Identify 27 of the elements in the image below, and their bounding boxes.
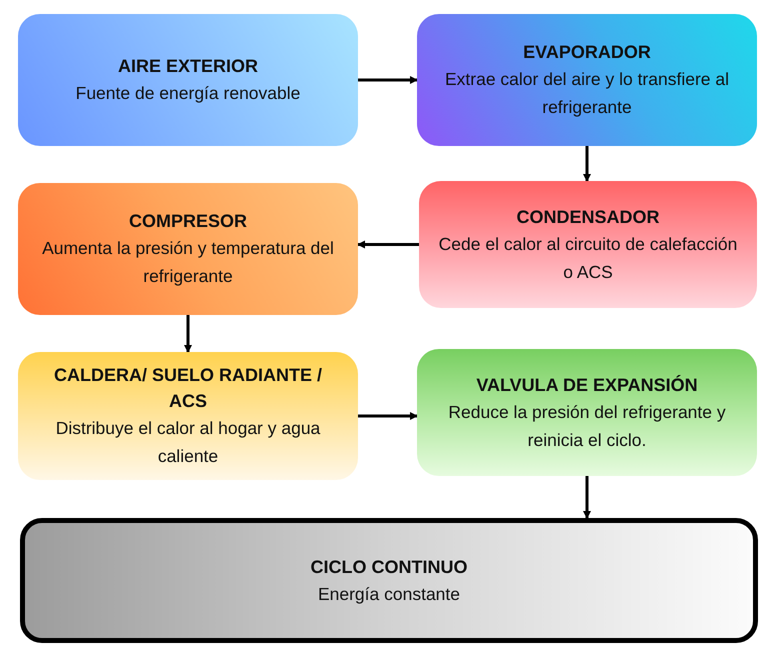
box-title: CONDENSADOR <box>516 206 660 228</box>
arrow <box>184 315 192 353</box>
process-box <box>18 352 358 480</box>
process-box <box>18 14 358 146</box>
box-title: EVAPORADOR <box>523 41 651 64</box>
process-box <box>20 518 758 643</box>
arrow <box>583 146 591 182</box>
arrow <box>358 76 418 84</box>
box-description: Cede el calor al circuito de calefacción o ACS <box>438 232 738 284</box>
box-description: Reduce la presión del refrigerante y reinicia el ciclo. <box>447 400 727 452</box>
process-box <box>18 183 358 315</box>
process-box <box>417 14 757 146</box>
arrow <box>357 240 419 248</box>
box-description: Energía constante <box>318 582 460 606</box>
box-title: CALDERA/ SUELO RADIANTE / ACS <box>52 364 323 413</box>
process-box <box>417 349 757 476</box>
process-box <box>419 181 757 308</box>
arrow <box>583 476 591 519</box>
box-description: Extrae calor del aire y lo transfiere al refrigerante <box>444 68 730 119</box>
box-description: Aumenta la presión y temperatura del refrigerante <box>41 237 335 288</box>
box-title: CICLO CONTINUO <box>310 556 468 578</box>
box-title: AIRE EXTERIOR <box>118 55 258 78</box>
box-description: Distribuye el calor al hogar y agua caliente <box>54 417 322 468</box>
box-description: Fuente de energía renovable <box>76 82 300 105</box>
arrow <box>358 412 418 420</box>
box-title: VALVULA DE EXPANSIÓN <box>476 374 698 396</box>
box-title: COMPRESOR <box>128 210 247 233</box>
